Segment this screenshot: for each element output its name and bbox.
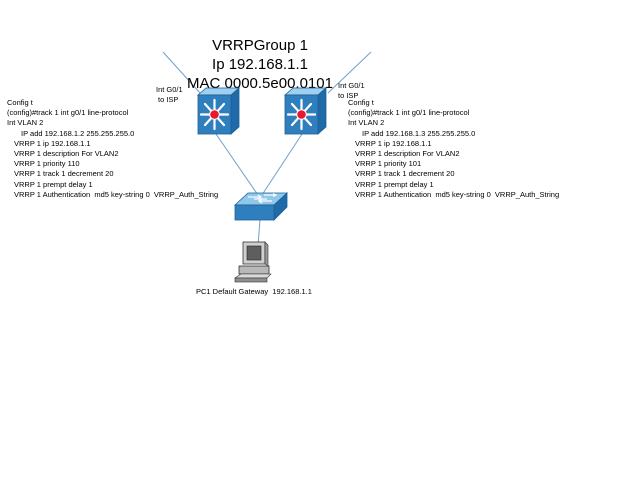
port-label-left-line: Int G0/1 [156,85,183,94]
config-line: IP add 192.168.1.3 255.255.255.0 [362,128,476,138]
config-line: IP add 192.168.1.2 255.255.255.0 [21,128,135,138]
config-line: VRRP 1 Authentication md5 key-string 0 V… [355,189,560,199]
link-switch-pc [257,218,261,247]
layer3-switch-icon [283,87,328,140]
port-label-left-line: to ISP [158,95,179,104]
config-line: VRRP 1 priority 101 [355,159,422,169]
config-line: VRRP 1 description For VLAN2 [14,149,119,159]
config-line: VRRP 1 prempt delay 1 [14,179,93,189]
link-left-router-switch [215,133,261,199]
config-line: Config t [7,98,33,107]
port-label-right-line: Int G0/1 [338,81,365,90]
config-line: (config)#track 1 int g0/1 line-protocol [348,108,470,118]
config-line: VRRP 1 track 1 decrement 20 [355,169,455,179]
vrrp-group-label: VRRPGroup 1 [212,37,308,54]
virtual-mac-label: MAC 0000.5e00.0101 [187,75,333,92]
virtual-ip-label: Ip 192.168.1.1 [212,56,308,73]
config-line: VRRP 1 ip 192.168.1.1 [355,138,432,148]
config-line: (config)#track 1 int g0/1 line-protocol [7,108,129,118]
config-line: VRRP 1 ip 192.168.1.1 [14,138,91,148]
port-label-right-line: to ISP [338,91,359,100]
workstation-icon [233,240,273,289]
config-line: VRRP 1 description For VLAN2 [355,149,460,159]
config-line: Int VLAN 2 [348,118,385,128]
pc-gateway-label: PC1 Default Gateway 192.168.1.1 [196,287,312,296]
isp-uplink-left [162,51,202,95]
config-block-left: Config t(config)#track 1 int g0/1 line-p… [7,98,218,200]
isp-uplink-right [327,51,372,94]
config-line: VRRP 1 priority 110 [14,159,80,169]
config-line: VRRP 1 track 1 decrement 20 [14,169,114,179]
config-line: Int VLAN 2 [7,118,44,128]
layer3-switch-icon [196,87,241,140]
workgroup-switch-icon [233,190,289,227]
link-right-router-switch [259,133,303,199]
config-line: VRRP 1 prempt delay 1 [355,179,434,189]
config-block-right: Config t(config)#track 1 int g0/1 line-p… [348,98,559,200]
config-line: VRRP 1 Authentication md5 key-string 0 V… [14,189,219,199]
config-line: Config t [348,98,374,107]
